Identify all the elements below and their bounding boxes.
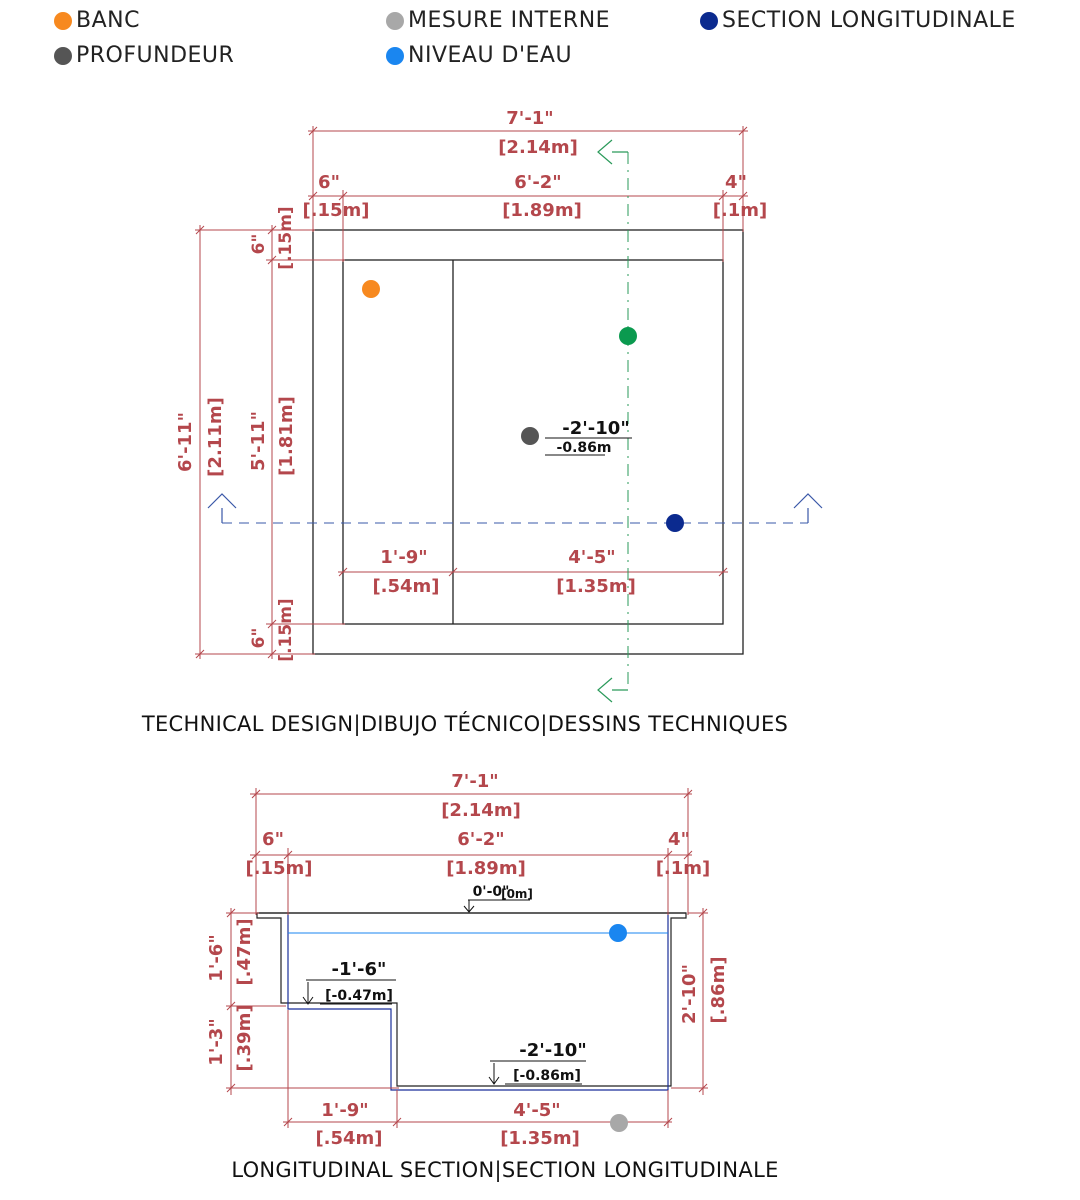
- section-lower-depth-m: [.39m]: [234, 1004, 255, 1071]
- bench-marker-icon: [362, 280, 380, 298]
- plan-bench-width-m: [.54m]: [372, 576, 439, 597]
- plan-inner-width-ft: 6'-2": [514, 172, 561, 193]
- plan-wall-top-ft: 6": [249, 234, 269, 255]
- legend: BANC PROFUNDEUR MESURE INTERNE NIVEAU D'…: [0, 6, 1080, 76]
- depth-marker-icon: [521, 427, 539, 445]
- plan-overall-height-ft: 6'-11": [175, 412, 196, 472]
- section-wall-left-m: [.15m]: [245, 858, 312, 879]
- section-bench-width-m: [.54m]: [315, 1128, 382, 1149]
- plan-overall-width-ft: 7'-1": [506, 108, 553, 129]
- legend-item-niveau-deau: NIVEAU D'EAU: [386, 43, 572, 68]
- legend-dot-navy-icon: [700, 11, 718, 30]
- plan-inner-height-m: [1.81m]: [276, 396, 297, 476]
- plan-view: 7'-1" [2.14m] 6" [.15m] 6'-2" [1.89m] 4"…: [141, 108, 823, 737]
- legend-label: BANC: [76, 8, 140, 33]
- section-marker-icon: [666, 514, 684, 532]
- cut-arrow-top-icon: [597, 139, 628, 165]
- legend-label: NIVEAU D'EAU: [408, 43, 573, 68]
- cut-arrow-bottom-icon: [597, 677, 628, 703]
- section-inner-width-ft: 6'-2": [457, 829, 504, 850]
- legend-label: MESURE INTERNE: [408, 8, 611, 33]
- legend-label: SECTION LONGITUDINALE: [722, 8, 1016, 33]
- section-view: 7'-1" [2.14m] 6" [.15m] 6'-2" [1.89m] 4"…: [206, 771, 778, 1183]
- section-caption: LONGITUDINAL SECTION|SECTION LONGITUDINA…: [231, 1158, 778, 1183]
- plan-bench-width-ft: 1'-9": [380, 547, 427, 568]
- plan-overall-width-m: [2.14m]: [498, 137, 578, 158]
- section-lower-depth-ft: 1'-3": [206, 1018, 227, 1065]
- section-wall-right-ft: 4": [668, 829, 690, 850]
- section-floor-level-m: [-0.86m]: [513, 1068, 581, 1084]
- section-bench-depth-ft: 1'-6": [206, 934, 227, 981]
- plan-wall-bottom-m: [.15m]: [276, 598, 296, 661]
- section-overall-width-ft: 7'-1": [451, 771, 498, 792]
- legend-item-profundeur: PROFUNDEUR: [54, 43, 234, 68]
- section-bench-depth-m: [.47m]: [234, 918, 255, 985]
- cut-marker-icon: [619, 327, 637, 345]
- section-inner-profile: [287, 913, 669, 1091]
- internal-measure-marker-icon: [610, 1114, 628, 1132]
- legend-dot-lightgray-icon: [386, 11, 404, 30]
- plan-wall-top-m: [.15m]: [276, 206, 296, 269]
- section-wall-left-ft: 6": [262, 829, 284, 850]
- plan-wall-right-m: [.1m]: [713, 200, 768, 221]
- section-bench-level-ft: -1'-6": [332, 959, 387, 980]
- legend-item-banc: BANC: [54, 8, 140, 33]
- water-level-marker-icon: [609, 924, 627, 942]
- plan-inner-wall: [342, 259, 724, 625]
- section-top-level-m: [0m]: [501, 887, 533, 901]
- plan-wall-left-ft: 6": [318, 172, 340, 193]
- cut-arrow-right-icon: [793, 493, 823, 523]
- section-inner-width-m: [1.89m]: [446, 858, 526, 879]
- section-floor-level-ft: -2'-10": [519, 1040, 586, 1061]
- plan-inner-width-m: [1.89m]: [502, 200, 582, 221]
- legend-label: PROFUNDEUR: [76, 43, 235, 68]
- plan-depth-ft: -2'-10": [562, 418, 629, 439]
- plan-deep-width-ft: 4'-5": [568, 547, 615, 568]
- floor-level-arrow-icon: [488, 1063, 500, 1085]
- plan-wall-right-ft: 4": [725, 172, 747, 193]
- section-wall-right-m: [.1m]: [656, 858, 711, 879]
- top-level-arrow-icon: [463, 900, 475, 913]
- bench-level-arrow-icon: [302, 982, 314, 1005]
- section-outer-profile: [256, 912, 687, 1087]
- legend-dot-orange-icon: [54, 11, 72, 30]
- plan-outer-wall: [312, 229, 744, 655]
- section-bench-width-ft: 1'-9": [321, 1100, 368, 1121]
- plan-wall-bottom-ft: 6": [249, 628, 269, 649]
- section-deep-width-ft: 4'-5": [513, 1100, 560, 1121]
- legend-item-section-longitudinale: SECTION LONGITUDINALE: [700, 8, 1016, 33]
- section-total-depth-ft: 2'-10": [679, 964, 700, 1024]
- section-total-depth-m: [.86m]: [708, 956, 729, 1023]
- section-overall-width-m: [2.14m]: [441, 800, 521, 821]
- plan-deep-width-m: [1.35m]: [556, 576, 636, 597]
- plan-wall-left-m: [.15m]: [302, 200, 369, 221]
- plan-depth-m: -0.86m: [557, 440, 612, 456]
- section-top-level-ft: 0'-0": [473, 884, 510, 900]
- legend-dot-blue-icon: [386, 46, 404, 65]
- legend-item-mesure-interne: MESURE INTERNE: [386, 8, 610, 33]
- cut-arrow-left-icon: [207, 493, 237, 523]
- plan-overall-height-m: [2.11m]: [205, 397, 226, 477]
- section-deep-width-m: [1.35m]: [500, 1128, 580, 1149]
- legend-dot-darkgray-icon: [54, 46, 72, 65]
- plan-caption: TECHNICAL DESIGN|DIBUJO TÉCNICO|DESSINS …: [141, 711, 788, 737]
- plan-inner-height-ft: 5'-11": [248, 411, 269, 471]
- section-bench-level-m: [-0.47m]: [325, 988, 393, 1004]
